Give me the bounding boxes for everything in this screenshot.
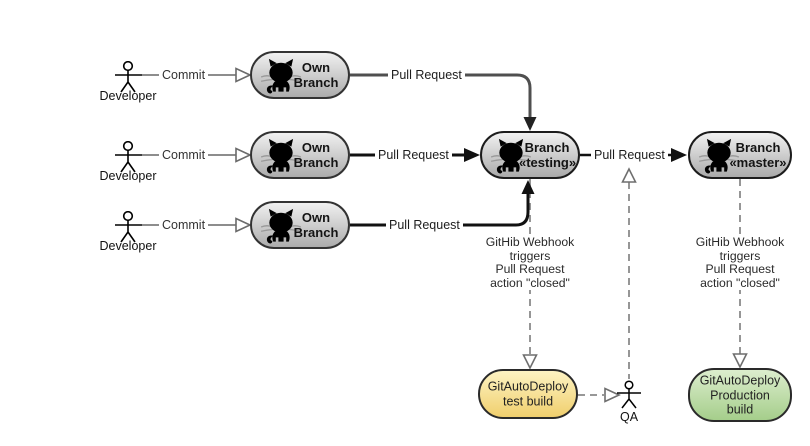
commit-label-2: Commit xyxy=(159,147,209,163)
deploy-test-line1: GitAutoDeploy xyxy=(487,379,569,394)
developer-actor-2 xyxy=(115,141,142,173)
github-octocat-icon xyxy=(260,58,302,94)
deploy-production-build-node: GitAutoDeploy Production build xyxy=(688,368,792,422)
pull-request-label-4: Pull Request xyxy=(591,147,668,163)
github-octocat-icon xyxy=(260,208,302,244)
hollow-arrowhead-right-qa xyxy=(604,387,621,403)
branch-testing-node: Branch «testing» xyxy=(480,131,580,179)
own-branch-2-line2: Branch xyxy=(293,155,339,170)
pull-request-edge-1 xyxy=(350,73,532,117)
own-branch-node-1: Own Branch xyxy=(250,51,350,99)
hollow-arrowhead-commit-1 xyxy=(235,67,252,83)
branch-testing-line1: Branch xyxy=(524,140,570,155)
github-octocat-icon xyxy=(260,138,302,174)
developer-label-2: Developer xyxy=(99,169,157,183)
commit-label-1: Commit xyxy=(159,67,209,83)
github-octocat-icon xyxy=(490,138,532,174)
qa-actor xyxy=(617,380,641,409)
pull-request-label-2: Pull Request xyxy=(375,147,452,163)
own-branch-node-3: Own Branch xyxy=(250,201,350,249)
developer-label-3: Developer xyxy=(99,239,157,253)
webhook-note-master-line1: GitHib Webhook xyxy=(695,235,785,249)
branch-master-node: Branch «master» xyxy=(688,131,792,179)
webhook-note-testing-line4: action "closed" xyxy=(490,275,570,290)
hollow-arrowhead-commit-2 xyxy=(235,147,252,163)
hollow-arrowhead-up-qa xyxy=(621,167,637,183)
pull-request-label-3: Pull Request xyxy=(386,217,463,233)
developer-label-1: Developer xyxy=(99,89,157,103)
branch-master-line2: «master» xyxy=(729,155,787,170)
pull-request-label-1: Pull Request xyxy=(388,67,465,83)
branch-master-line1: Branch xyxy=(735,140,781,155)
own-branch-3-line1: Own xyxy=(301,210,331,225)
hollow-arrowhead-down-prod-build xyxy=(732,353,748,369)
webhook-note-testing-line2: triggers xyxy=(509,248,551,263)
hollow-arrowhead-commit-3 xyxy=(235,217,252,233)
filled-arrowhead-pr4 xyxy=(671,148,687,162)
filled-arrowhead-pr1 xyxy=(523,117,537,131)
own-branch-1-line1: Own xyxy=(301,60,331,75)
hollow-arrowhead-down-test-build xyxy=(522,354,538,370)
deploy-test-line2: test build xyxy=(502,394,554,408)
github-octocat-icon xyxy=(698,138,740,174)
deploy-prod-line1: GitAutoDeploy xyxy=(699,373,781,388)
own-branch-3-line2: Branch xyxy=(293,225,339,240)
developer-actor-1 xyxy=(115,61,142,93)
webhook-note-master-line4: action "closed" xyxy=(700,275,780,290)
webhook-note-master-line2: triggers xyxy=(719,248,761,263)
deploy-prod-line3: build xyxy=(726,402,754,417)
filled-arrowhead-pr3 xyxy=(521,180,535,194)
webhook-note-testing: GitHib Webhook triggers Pull Request act… xyxy=(470,235,590,291)
webhook-note-master-line3: Pull Request xyxy=(705,262,775,277)
qa-label: QA xyxy=(619,410,639,424)
deploy-prod-line2: Production xyxy=(710,387,770,402)
pull-request-edge-3 xyxy=(350,193,530,227)
filled-arrowhead-pr2 xyxy=(464,148,480,162)
developer-actor-3 xyxy=(115,211,142,243)
webhook-note-testing-line1: GitHib Webhook xyxy=(485,235,575,249)
branch-testing-line2: «testing» xyxy=(519,155,577,170)
deploy-test-build-node: GitAutoDeploy test build xyxy=(478,369,578,419)
commit-label-3: Commit xyxy=(159,217,209,233)
own-branch-1-line2: Branch xyxy=(293,75,339,90)
webhook-note-master: GitHib Webhook triggers Pull Request act… xyxy=(680,235,800,291)
webhook-note-testing-line3: Pull Request xyxy=(495,262,565,277)
own-branch-node-2: Own Branch xyxy=(250,131,350,179)
own-branch-2-line1: Own xyxy=(301,140,331,155)
